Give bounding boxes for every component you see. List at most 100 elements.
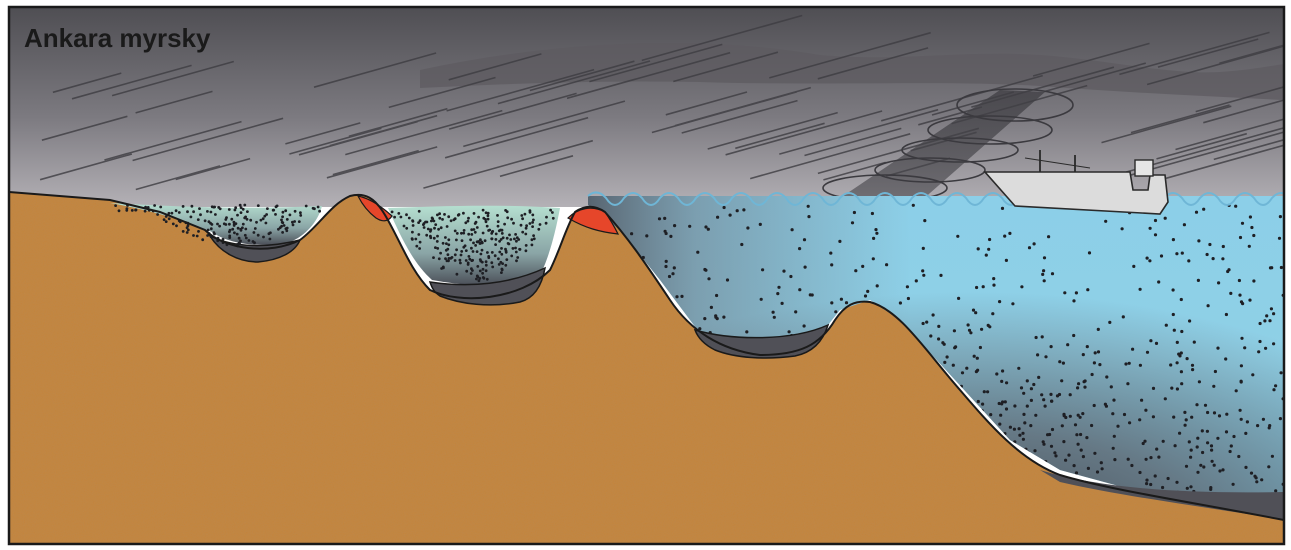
- sediment-particle: [276, 205, 279, 208]
- sediment-particle: [500, 271, 503, 274]
- sediment-particle: [204, 219, 207, 222]
- sediment-particle: [1050, 445, 1053, 448]
- sediment-particle: [190, 216, 193, 219]
- sediment-particle: [1051, 428, 1054, 431]
- sediment-particle: [1279, 417, 1282, 420]
- sediment-particle: [1145, 479, 1148, 482]
- sediment-particle: [512, 247, 515, 250]
- sediment-particle: [198, 207, 201, 210]
- sediment-particle: [445, 249, 448, 252]
- sediment-particle: [467, 233, 470, 236]
- sediment-particle: [1009, 426, 1012, 429]
- sediment-particle: [872, 257, 875, 260]
- sediment-particle: [1172, 313, 1175, 316]
- sediment-particle: [1180, 298, 1183, 301]
- sediment-particle: [516, 236, 519, 239]
- sediment-particle: [1191, 368, 1194, 371]
- sediment-particle: [1081, 412, 1084, 415]
- sediment-particle: [922, 274, 925, 277]
- sediment-particle: [922, 322, 925, 325]
- sediment-particle: [531, 221, 534, 224]
- sediment-particle: [485, 260, 488, 263]
- sediment-particle: [1020, 285, 1023, 288]
- sediment-particle: [487, 256, 490, 259]
- sediment-particle: [1218, 414, 1221, 417]
- sediment-particle: [1148, 259, 1151, 262]
- sediment-particle: [454, 217, 457, 220]
- sediment-particle: [987, 248, 990, 251]
- sediment-particle: [1155, 342, 1158, 345]
- sediment-particle: [981, 409, 984, 412]
- sediment-particle: [1013, 404, 1016, 407]
- sediment-particle: [476, 226, 479, 229]
- sediment-particle: [1041, 273, 1044, 276]
- sediment-particle: [197, 218, 200, 221]
- sediment-particle: [1235, 389, 1238, 392]
- sediment-particle: [992, 284, 995, 287]
- sediment-particle: [222, 238, 225, 241]
- sediment-particle: [236, 214, 239, 217]
- sediment-particle: [1062, 413, 1065, 416]
- sediment-particle: [423, 226, 426, 229]
- sediment-particle: [272, 209, 275, 212]
- sediment-particle: [1067, 454, 1070, 457]
- sediment-particle: [1082, 353, 1085, 356]
- sediment-particle: [707, 277, 710, 280]
- sediment-particle: [1100, 461, 1103, 464]
- sediment-particle: [673, 224, 676, 227]
- sediment-particle: [998, 300, 1001, 303]
- sediment-particle: [1126, 382, 1129, 385]
- sediment-particle: [943, 361, 946, 364]
- sediment-particle: [446, 225, 449, 228]
- sediment-particle: [1050, 345, 1053, 348]
- sediment-particle: [1212, 257, 1215, 260]
- sediment-particle: [1241, 222, 1244, 225]
- sediment-particle: [281, 215, 284, 218]
- sediment-particle: [465, 270, 468, 273]
- sediment-particle: [476, 241, 479, 244]
- sediment-particle: [777, 286, 780, 289]
- sediment-particle: [1083, 386, 1086, 389]
- sediment-particle: [397, 212, 400, 215]
- sediment-particle: [545, 216, 548, 219]
- sediment-particle: [663, 217, 666, 220]
- sediment-particle: [1221, 257, 1224, 260]
- sediment-particle: [431, 218, 434, 221]
- sediment-particle: [1032, 383, 1035, 386]
- sediment-particle: [254, 227, 257, 230]
- sediment-particle: [1176, 361, 1179, 364]
- sediment-particle: [219, 207, 222, 210]
- sediment-particle: [1023, 421, 1026, 424]
- sediment-particle: [228, 208, 231, 211]
- sediment-particle: [742, 208, 745, 211]
- sediment-particle: [1003, 432, 1006, 435]
- sediment-particle: [1013, 440, 1016, 443]
- sediment-particle: [710, 306, 713, 309]
- sediment-particle: [532, 219, 535, 222]
- sediment-particle: [1206, 253, 1209, 256]
- sediment-particle: [266, 207, 269, 210]
- sediment-particle: [422, 223, 425, 226]
- sediment-particle: [1044, 460, 1047, 463]
- sediment-particle: [1093, 361, 1096, 364]
- sediment-particle: [175, 209, 178, 212]
- sediment-particle: [408, 217, 411, 220]
- sediment-particle: [231, 228, 234, 231]
- sediment-particle: [403, 225, 406, 228]
- sediment-particle: [1186, 357, 1189, 360]
- sediment-particle: [1248, 245, 1251, 248]
- sediment-particle: [1178, 432, 1181, 435]
- sediment-particle: [438, 257, 441, 260]
- sediment-particle: [1208, 243, 1211, 246]
- sediment-particle: [537, 228, 540, 231]
- sediment-particle: [479, 258, 482, 261]
- sediment-particle: [480, 253, 483, 256]
- sediment-particle: [245, 237, 248, 240]
- sediment-particle: [665, 232, 668, 235]
- sediment-particle: [1139, 288, 1142, 291]
- sediment-particle: [505, 250, 508, 253]
- sediment-particle: [1022, 413, 1025, 416]
- sediment-particle: [501, 232, 504, 235]
- sediment-particle: [447, 215, 450, 218]
- sediment-particle: [1265, 314, 1268, 317]
